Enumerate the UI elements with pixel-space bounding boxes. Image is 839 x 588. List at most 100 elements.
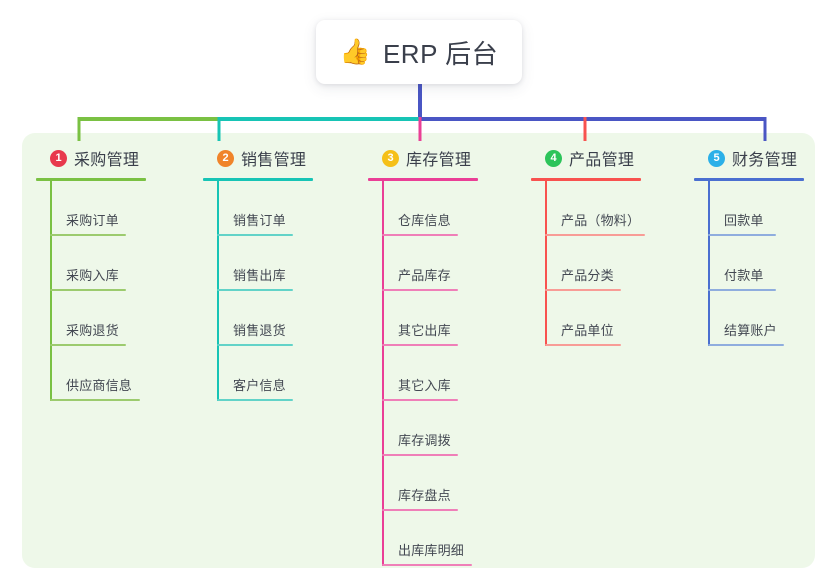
branch-column-2: 2 销售管理销售订单销售出库销售退货客户信息 xyxy=(203,146,313,401)
leaf-underline xyxy=(545,344,621,346)
leaf-underline xyxy=(50,399,140,401)
leaf-label: 产品库存 xyxy=(398,268,451,284)
leaf-item[interactable]: 库存盘点 xyxy=(382,456,478,511)
leaf-label: 库存盘点 xyxy=(398,488,451,504)
leaf-label: 付款单 xyxy=(724,268,764,284)
leaf-label: 产品分类 xyxy=(561,268,614,284)
thumbs-up-icon: 👍 xyxy=(339,37,371,66)
branch-number-badge: 5 xyxy=(708,149,725,167)
branch-number-badge: 1 xyxy=(50,149,67,167)
leaf-item[interactable]: 产品（物料） xyxy=(545,181,645,236)
leaf-item[interactable]: 采购订单 xyxy=(50,181,146,236)
leaf-underline xyxy=(217,399,293,401)
leaf-spine xyxy=(382,181,384,566)
leaf-underline xyxy=(217,289,293,291)
branch-header-4[interactable]: 4 产品管理 xyxy=(531,146,645,170)
leaf-item[interactable]: 销售订单 xyxy=(217,181,313,236)
leaf-item[interactable]: 产品单位 xyxy=(545,291,645,346)
branch-number-badge: 2 xyxy=(217,149,234,167)
leaf-underline xyxy=(382,289,458,291)
leaf-underline xyxy=(708,344,784,346)
leaf-underline xyxy=(382,509,458,511)
branch-header-5[interactable]: 5 财务管理 xyxy=(694,146,804,170)
leaf-list: 仓库信息产品库存其它出库其它入库库存调拨库存盘点出库库明细 xyxy=(368,181,478,566)
leaf-underline xyxy=(382,454,458,456)
branch-title: 销售管理 xyxy=(241,152,307,169)
leaf-underline xyxy=(50,344,126,346)
branch-column-5: 5 财务管理回款单付款单结算账户 xyxy=(694,146,804,346)
leaf-underline xyxy=(50,289,126,291)
leaf-spine xyxy=(545,181,547,346)
branch-number-badge: 3 xyxy=(382,149,399,167)
leaf-item[interactable]: 出库库明细 xyxy=(382,511,478,566)
leaf-item[interactable]: 其它出库 xyxy=(382,291,478,346)
leaf-label: 库存调拨 xyxy=(398,433,451,449)
leaf-label: 销售订单 xyxy=(233,213,286,229)
branch-underline xyxy=(36,178,146,181)
leaf-underline xyxy=(382,399,458,401)
branch-number-badge: 4 xyxy=(545,149,562,167)
leaf-label: 客户信息 xyxy=(233,378,286,394)
leaf-underline xyxy=(217,234,293,236)
branch-underline xyxy=(203,178,313,181)
leaf-item[interactable]: 回款单 xyxy=(708,181,804,236)
leaf-label: 产品（物料） xyxy=(561,213,641,229)
branch-title: 采购管理 xyxy=(74,152,140,169)
branch-column-3: 3 库存管理仓库信息产品库存其它出库其它入库库存调拨库存盘点出库库明细 xyxy=(368,146,478,566)
leaf-underline xyxy=(382,234,458,236)
leaf-underline xyxy=(545,234,645,236)
leaf-underline xyxy=(382,564,472,566)
leaf-item[interactable]: 仓库信息 xyxy=(382,181,478,236)
leaf-list: 产品（物料） 产品分类产品单位 xyxy=(531,181,645,346)
leaf-underline xyxy=(545,289,621,291)
leaf-label: 其它入库 xyxy=(398,378,451,394)
leaf-item[interactable]: 付款单 xyxy=(708,236,804,291)
leaf-underline xyxy=(382,344,458,346)
leaf-label: 采购退货 xyxy=(66,323,119,339)
leaf-list: 回款单付款单结算账户 xyxy=(694,181,804,346)
branch-title: 财务管理 xyxy=(732,152,798,169)
leaf-label: 供应商信息 xyxy=(66,378,133,394)
leaf-label: 结算账户 xyxy=(724,323,777,339)
leaf-label: 其它出库 xyxy=(398,323,451,339)
leaf-label: 仓库信息 xyxy=(398,213,451,229)
leaf-item[interactable]: 采购入库 xyxy=(50,236,146,291)
leaf-label: 采购入库 xyxy=(66,268,119,284)
leaf-item[interactable]: 产品库存 xyxy=(382,236,478,291)
leaf-underline xyxy=(50,234,126,236)
branch-title: 库存管理 xyxy=(406,152,472,169)
branch-header-1[interactable]: 1 采购管理 xyxy=(36,146,146,170)
branch-title: 产品管理 xyxy=(569,152,635,169)
leaf-label: 出库库明细 xyxy=(398,543,465,559)
leaf-item[interactable]: 客户信息 xyxy=(217,346,313,401)
leaf-list: 采购订单采购入库采购退货供应商信息 xyxy=(36,181,146,401)
leaf-underline xyxy=(708,234,776,236)
branches-panel xyxy=(22,133,815,568)
leaf-underline xyxy=(708,289,776,291)
branch-underline xyxy=(368,178,478,181)
branch-underline xyxy=(694,178,804,181)
leaf-item[interactable]: 采购退货 xyxy=(50,291,146,346)
branch-header-2[interactable]: 2 销售管理 xyxy=(203,146,313,170)
leaf-list: 销售订单销售出库销售退货客户信息 xyxy=(203,181,313,401)
root-node-content: 👍 ERP 后台 xyxy=(340,34,498,71)
leaf-label: 产品单位 xyxy=(561,323,614,339)
leaf-item[interactable]: 供应商信息 xyxy=(50,346,146,401)
leaf-item[interactable]: 其它入库 xyxy=(382,346,478,401)
leaf-item[interactable]: 产品分类 xyxy=(545,236,645,291)
branch-column-4: 4 产品管理产品（物料） 产品分类产品单位 xyxy=(531,146,645,346)
branch-underline xyxy=(531,178,641,181)
branch-header-3[interactable]: 3 库存管理 xyxy=(368,146,478,170)
leaf-item[interactable]: 结算账户 xyxy=(708,291,804,346)
leaf-item[interactable]: 销售退货 xyxy=(217,291,313,346)
leaf-label: 回款单 xyxy=(724,213,764,229)
leaf-underline xyxy=(217,344,293,346)
leaf-spine xyxy=(50,181,52,401)
leaf-label: 销售出库 xyxy=(233,268,286,284)
leaf-item[interactable]: 库存调拨 xyxy=(382,401,478,456)
leaf-label: 销售退货 xyxy=(233,323,286,339)
root-node[interactable]: 👍 ERP 后台 xyxy=(316,20,522,84)
leaf-item[interactable]: 销售出库 xyxy=(217,236,313,291)
branch-column-1: 1 采购管理采购订单采购入库采购退货供应商信息 xyxy=(36,146,146,401)
